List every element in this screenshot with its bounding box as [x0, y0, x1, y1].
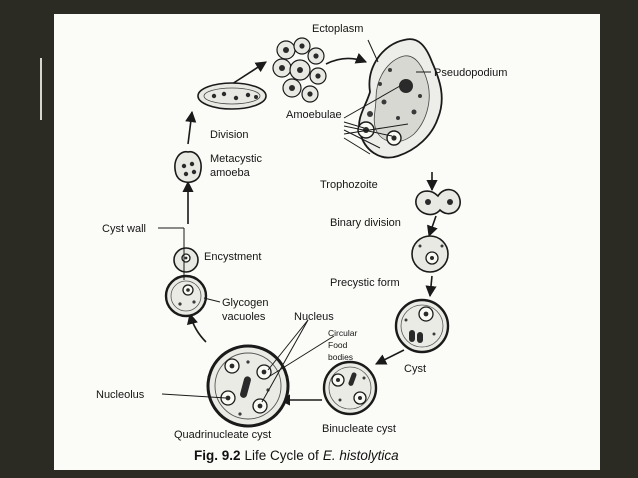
- figure-panel: Ectoplasm Pseudopodium Amoebulae Divisio…: [54, 14, 600, 470]
- precystic-form-cell: [411, 235, 449, 273]
- binary-division-cell: [415, 188, 461, 216]
- glycogen-cyst-cell: [164, 274, 208, 318]
- label-glycogen-line2: vacuoles: [222, 311, 266, 323]
- label-food-line3: bodies: [328, 352, 353, 362]
- label-cyst: Cyst: [404, 363, 426, 375]
- binucleate-cyst: [322, 360, 378, 416]
- label-precystic-form: Precystic form: [330, 277, 400, 289]
- quadrinucleate-cyst: [206, 344, 290, 428]
- label-encystment: Encystment: [204, 251, 261, 263]
- cycle-arrows: [180, 53, 438, 406]
- caption-text: Life Cycle of: [245, 448, 320, 463]
- arrow-to-trophozoite: [325, 53, 368, 65]
- arrow-to-precystic: [427, 215, 438, 238]
- label-binucleate-cyst: Binucleate cyst: [322, 423, 396, 435]
- slide-accent-bar: [40, 58, 42, 120]
- label-nucleolus: Nucleolus: [96, 389, 145, 401]
- amoebulae-cluster: [272, 37, 327, 103]
- encystment-cell: [173, 247, 199, 273]
- metacystic-amoeba-cell: [174, 150, 202, 184]
- label-metacystic-line1: Metacystic: [210, 153, 262, 165]
- arrow-to-division: [185, 110, 197, 145]
- label-quadrinucleate-cyst: Quadrinucleate cyst: [174, 429, 271, 441]
- caption-species: E. histolytica: [323, 448, 399, 463]
- label-amoebulae: Amoebulae: [286, 109, 342, 121]
- uninucleate-cyst: [394, 298, 450, 354]
- label-ectoplasm: Ectoplasm: [312, 23, 363, 35]
- label-cyst-wall: Cyst wall: [102, 223, 146, 235]
- label-food-line2: Food: [328, 340, 348, 350]
- arrow-to-glycogen-cyst: [187, 312, 207, 343]
- label-pointers: [158, 39, 431, 403]
- label-binary-division: Binary division: [330, 217, 401, 229]
- dividing-cell: [197, 82, 267, 110]
- label-food-line1: Circular: [328, 328, 357, 338]
- label-glycogen-line1: Glycogen: [222, 297, 268, 309]
- life-cycle-diagram: Ectoplasm Pseudopodium Amoebulae Divisio…: [96, 23, 507, 463]
- label-nucleus: Nucleus: [294, 311, 334, 323]
- label-metacystic-line2: amoeba: [210, 167, 251, 179]
- arrow-to-amoebulae: [231, 61, 267, 85]
- trophozoite-cell: [357, 38, 443, 159]
- caption-number: Fig. 9.2: [194, 448, 241, 463]
- label-pseudopodium: Pseudopodium: [434, 67, 507, 79]
- label-trophozoite: Trophozoite: [320, 179, 378, 191]
- arrow-to-cyst: [425, 275, 437, 298]
- arrow-to-binucleate: [374, 349, 405, 365]
- label-division: Division: [210, 129, 249, 141]
